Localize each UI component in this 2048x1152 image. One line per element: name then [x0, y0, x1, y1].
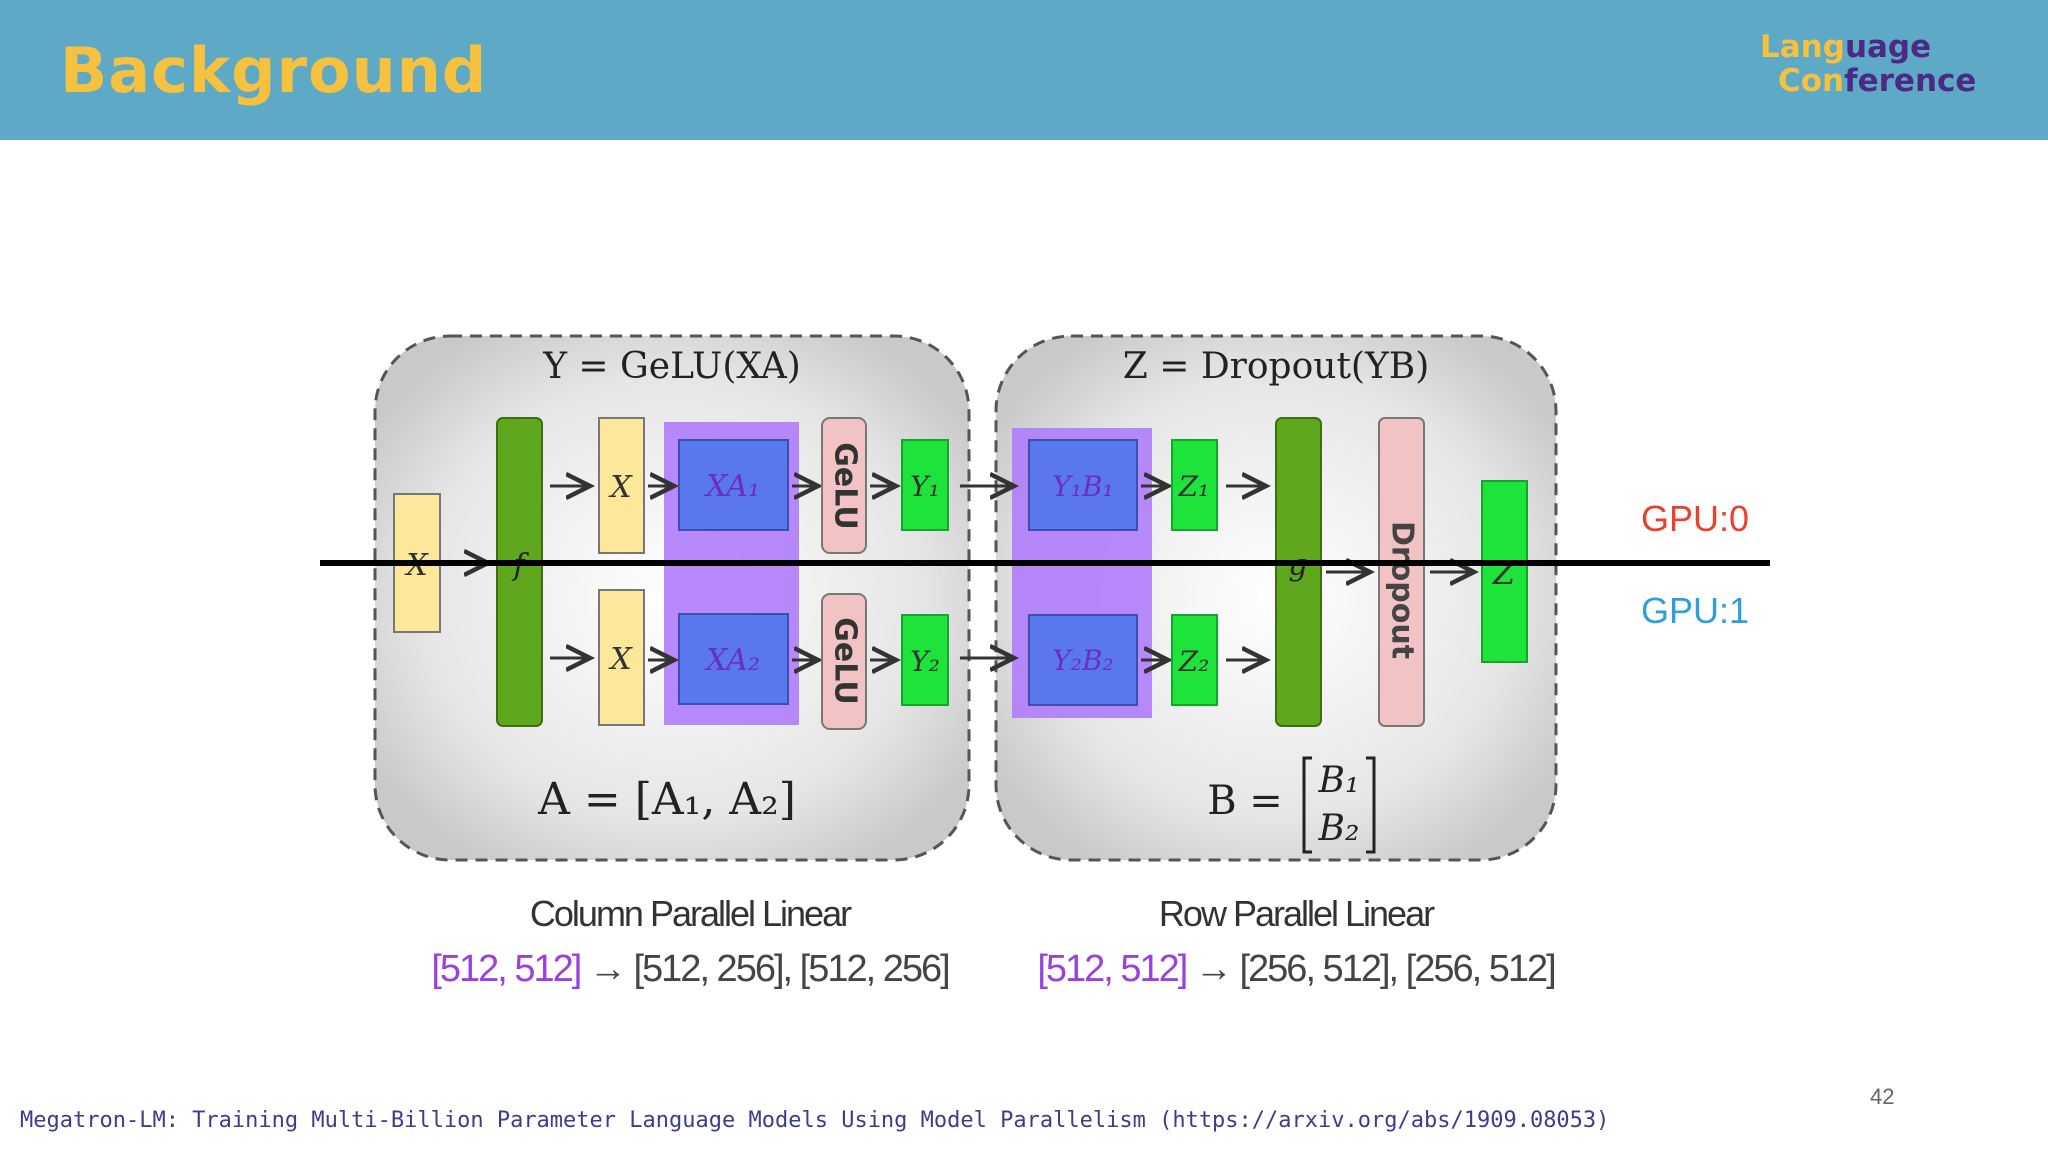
gpu1-label: GPU:1	[1641, 590, 1750, 631]
column-dims-input: [512, 512]	[431, 948, 582, 990]
column-bottom-formula: A = [A₁, A₂]	[537, 774, 796, 825]
z-output-label: Z	[1492, 554, 1516, 592]
z2-box	[1171, 614, 1218, 706]
column-dims-output: [512, 256], [512, 256]	[633, 948, 950, 990]
y2-box	[901, 614, 949, 706]
y2-label: Y₂	[910, 645, 940, 678]
column-parallel-dims: [512, 512] → [512, 256], [512, 256]	[390, 948, 990, 991]
y1b1-label: Y₁B₁	[1052, 470, 1114, 503]
row-dims-arrow: →	[1194, 948, 1233, 990]
z1-box	[1171, 439, 1218, 531]
column-parallel-caption: Column Parallel Linear	[529, 893, 852, 934]
reference-citation: Megatron-LM: Training Multi-Billion Para…	[20, 1108, 1610, 1133]
gelu-bottom-box	[821, 593, 867, 730]
matrix-bracket-right	[1366, 756, 1376, 854]
row-dims-input: [512, 512]	[1037, 948, 1188, 990]
row-parallel-caption: Row Parallel Linear	[1158, 893, 1435, 934]
gelu-bottom-label: GeLU	[828, 617, 863, 704]
dropout-box	[1378, 417, 1425, 727]
y1-box	[901, 439, 949, 531]
x-top-box	[598, 417, 645, 554]
gpu0-label: GPU:0	[1641, 498, 1750, 539]
logo-text: Con	[1778, 63, 1845, 99]
column-dims-arrow: →	[588, 948, 627, 990]
column-formula: Y = GeLU(XA)	[542, 346, 801, 387]
conference-logo: Language Conference	[1760, 30, 1990, 98]
row-formula: Z = Dropout(YB)	[1123, 346, 1430, 387]
y1-label: Y₁	[910, 470, 940, 503]
g-operator-box	[1275, 417, 1322, 727]
dropout-label: Dropout	[1385, 521, 1420, 659]
x-bottom-label: X	[608, 642, 633, 677]
matrix-b2: B₂	[1318, 808, 1360, 849]
xa1-label: XA₁	[704, 469, 760, 504]
logo-text: ference	[1844, 63, 1977, 99]
page-number: 42	[1870, 1084, 1895, 1109]
x-bottom-box	[598, 589, 645, 726]
x-top-label: X	[608, 470, 633, 505]
matrix-b1: B₁	[1318, 760, 1360, 801]
gelu-top-box	[821, 417, 867, 554]
z1-label: Z₁	[1178, 470, 1210, 503]
row-parallel-dims: [512, 512] → [256, 512], [256, 512]	[996, 948, 1596, 991]
gelu-top-label: GeLU	[828, 442, 863, 529]
logo-text: Lang	[1760, 29, 1845, 65]
xa1-box	[678, 439, 789, 531]
row-bottom-formula: B =	[1207, 778, 1283, 824]
xa2-box	[678, 613, 789, 705]
row-dims-output: [256, 512], [256, 512]	[1239, 948, 1556, 990]
logo-text: uage	[1844, 29, 1932, 65]
z2-label: Z₂	[1178, 645, 1210, 678]
z-output-box	[1481, 480, 1528, 663]
f-operator-box	[496, 417, 543, 727]
slide-title: Background	[60, 34, 488, 107]
matrix-bracket-left	[1302, 756, 1312, 854]
xa2-label: XA₂	[704, 643, 760, 678]
y2b2-label: Y₂B₂	[1052, 644, 1114, 677]
y1b1-box	[1028, 439, 1138, 531]
header-bar	[0, 0, 2048, 140]
y2b2-box	[1028, 614, 1138, 706]
